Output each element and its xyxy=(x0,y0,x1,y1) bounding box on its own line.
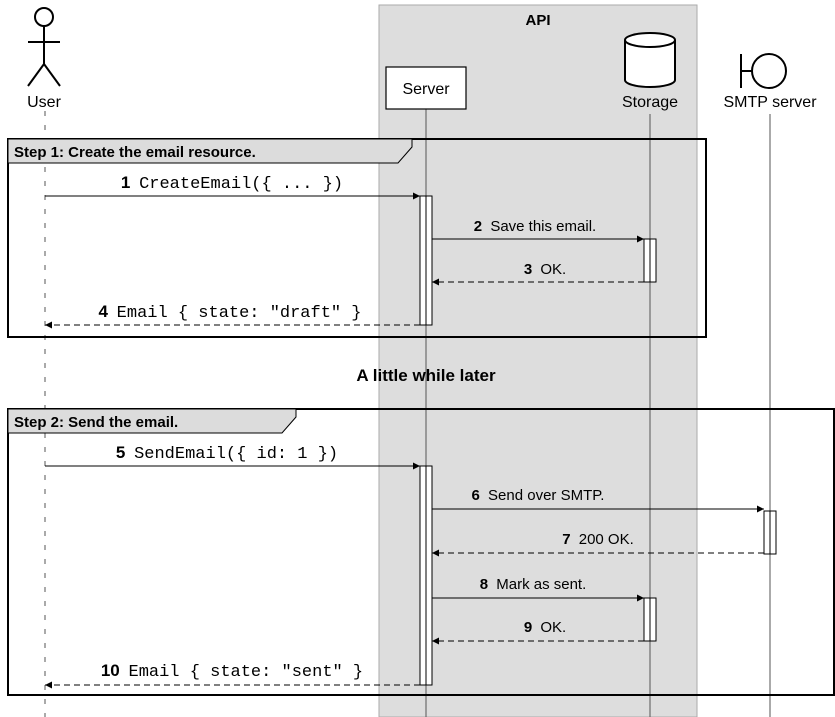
message-label: 4 Email { state: "draft" } xyxy=(98,302,361,323)
message-number: 5 xyxy=(116,443,125,462)
message-label: 10 Email { state: "sent" } xyxy=(101,661,363,682)
database-icon xyxy=(624,32,676,88)
message-9: 9 OK. xyxy=(432,619,644,645)
message-text: Send over SMTP. xyxy=(488,487,604,504)
api-group-label: API xyxy=(525,12,550,29)
participant-label-storage: Storage xyxy=(622,94,678,111)
message-label: 7 200 OK. xyxy=(562,531,634,548)
message-label: 2 Save this email. xyxy=(474,218,596,235)
message-number: 6 xyxy=(472,487,480,504)
message-label: 8 Mark as sent. xyxy=(480,576,587,593)
message-text: OK. xyxy=(540,619,566,636)
message-number: 3 xyxy=(524,261,532,278)
message-label: 9 OK. xyxy=(524,619,566,636)
fragment-frame xyxy=(7,408,835,696)
server-box xyxy=(385,66,467,110)
message-text: Email { state: "sent" } xyxy=(129,663,364,682)
fragment-step-1: Step 1: Create the email resource. xyxy=(7,138,707,338)
message-label: 1 CreateEmail({ ... }) xyxy=(121,173,343,194)
message-number: 2 xyxy=(474,218,482,235)
message-8: 8 Mark as sent. xyxy=(432,576,644,602)
message-text: CreateEmail({ ... }) xyxy=(139,175,343,194)
message-text: OK. xyxy=(540,261,566,278)
boundary-icon xyxy=(740,53,787,89)
message-text: SendEmail({ id: 1 }) xyxy=(134,445,338,464)
message-text: Save this email. xyxy=(490,218,596,235)
smtp-participant: SMTP server xyxy=(723,53,817,111)
fragment-tab xyxy=(7,408,297,434)
actor-icon xyxy=(27,7,61,87)
activations xyxy=(419,195,777,686)
message-text: Mark as sent. xyxy=(496,576,586,593)
fragment-label: Step 1: Create the email resource. xyxy=(14,144,256,161)
message-10: 10 Email { state: "sent" } xyxy=(45,661,420,689)
message-number: 10 xyxy=(101,661,120,680)
message-number: 7 xyxy=(562,531,570,548)
storage-participant: Storage xyxy=(622,32,678,111)
message-number: 9 xyxy=(524,619,532,636)
participant-label-user: User xyxy=(27,94,61,111)
message-7: 7 200 OK. xyxy=(432,531,764,557)
fragment-tab xyxy=(7,138,413,164)
participant-label-smtp: SMTP server xyxy=(723,94,817,111)
message-6: 6 Send over SMTP. xyxy=(432,487,764,513)
fragment-label: Step 2: Send the email. xyxy=(14,414,178,431)
message-text: Email { state: "draft" } xyxy=(117,304,362,323)
message-number: 1 xyxy=(121,173,130,192)
message-label: 5 SendEmail({ id: 1 }) xyxy=(116,443,338,464)
message-2: 2 Save this email. xyxy=(432,218,644,243)
message-number: 8 xyxy=(480,576,488,593)
message-number: 4 xyxy=(98,302,108,321)
message-1: 1 CreateEmail({ ... }) xyxy=(45,173,420,200)
message-4: 4 Email { state: "draft" } xyxy=(45,302,420,329)
message-5: 5 SendEmail({ id: 1 }) xyxy=(45,443,420,470)
message-label: 6 Send over SMTP. xyxy=(472,487,605,504)
participant-label-server: Server xyxy=(402,81,450,98)
fragment-step-2: Step 2: Send the email. xyxy=(7,408,835,696)
messages: 1 CreateEmail({ ... }) 2 Save this email… xyxy=(45,173,764,689)
message-label: 3 OK. xyxy=(524,261,566,278)
divider-label: A little while later xyxy=(356,366,496,385)
user-participant: User xyxy=(27,7,62,111)
message-text: 200 OK. xyxy=(579,531,634,548)
message-3: 3 OK. xyxy=(432,261,644,286)
server-participant: Server xyxy=(385,66,467,110)
